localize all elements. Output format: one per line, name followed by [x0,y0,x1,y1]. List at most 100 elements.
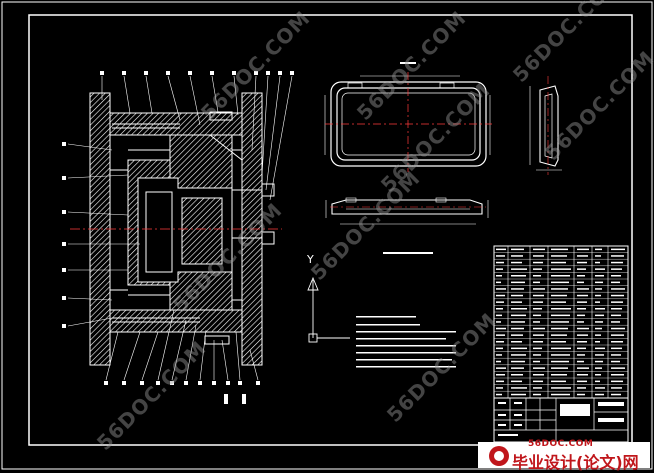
bom-cell-mark [551,261,566,264]
bom-cell-mark [551,248,568,251]
bom-cell-mark [511,387,527,389]
bom-cell-mark [533,294,544,297]
bom-cell-mark [511,393,526,396]
bom-cell-mark [511,374,523,376]
bom-cell-mark [611,321,620,323]
bom-cell-mark [611,380,623,383]
bom-cell-mark [595,327,602,330]
bom-cell-mark [496,281,501,284]
bom-cell-mark [496,268,503,270]
bom-cell-mark [551,387,571,389]
bom-cell-mark [496,360,501,363]
bom-cell-mark [595,354,604,356]
bom-cell-mark [511,301,522,303]
bom-cell-mark [611,308,622,310]
bom-cell-mark [595,334,601,336]
bom-cell-mark [595,301,600,303]
bom-cell-mark [577,387,586,389]
bom-cell-mark [611,248,625,251]
section-title-line [383,252,433,254]
bom-cell-mark [533,334,544,336]
bom-cell-mark [496,341,504,343]
bom-cell-mark [611,354,621,356]
bom-cell-mark [551,393,570,396]
bom-cell-mark [577,393,585,396]
bom-cell-mark [496,380,504,383]
bom-cell-mark [496,334,505,336]
bom-cell-mark [595,294,601,297]
bill-of-materials [493,245,629,399]
bom-cell-mark [595,308,605,310]
bom-cell-mark [533,354,541,356]
bom-cell-mark [551,308,571,310]
bom-cell-mark [511,308,527,310]
bom-cell-mark [595,321,603,323]
bom-cell-mark [533,321,540,323]
bom-cell-mark [511,380,522,383]
bom-cell-mark [577,301,587,303]
bom-cell-mark [611,288,625,290]
bom-cell-mark [496,327,506,330]
bom-cell-mark [595,380,600,383]
bom-cell-mark [496,308,503,310]
bom-cell-mark [577,248,589,251]
part-side-view [529,76,562,175]
bom-cell-mark [577,314,585,317]
bom-cell-mark [511,347,527,350]
bom-cell-mark [551,321,569,323]
part-top-view-centerlines [325,72,492,172]
bom-cell-mark [577,321,584,323]
bom-cell-mark [533,374,544,376]
bom-cell-mark [577,334,588,336]
bom-cell-mark [595,387,605,389]
bom-cell-mark [577,255,588,257]
bom-cell-mark [511,261,522,264]
bom-cell-mark [551,334,567,336]
bom-cell-mark [511,341,522,343]
bom-cell-mark [551,281,569,284]
bom-cell-mark [551,374,567,376]
bom-cell-mark [611,268,622,270]
title-block-text [498,402,624,436]
bom-cell-mark [611,374,624,376]
bom-cell-mark [611,334,624,336]
bom-cell-mark [577,354,585,356]
bom-cell-mark [611,275,621,277]
bom-cell-mark [577,275,585,277]
bom-cell-mark [511,248,524,251]
bom-cell-mark [595,314,604,317]
bom-cell-mark [533,255,544,257]
bom-cell-mark [511,268,527,270]
bom-cell-mark [511,354,526,356]
bom-cell-mark [496,294,505,297]
bom-cell-mark [551,268,571,270]
bom-cell-mark [577,308,586,310]
bom-cell-mark [611,294,624,297]
bom-cell-mark [511,360,525,363]
technical-notes [356,316,456,368]
bom-cell-mark [496,374,505,376]
bom-cell-mark [551,347,571,350]
bom-cell-mark [496,321,501,323]
bom-cell-mark [496,347,503,350]
bom-cell-mark [595,255,601,257]
bom-cell-mark [551,288,568,290]
bom-cell-mark [611,281,620,284]
axis-y-label: Y [307,253,314,266]
bom-cell-mark [595,281,603,284]
bom-cell-mark [496,255,505,257]
bom-cell-mark [533,327,545,330]
bom-cell-mark [595,341,600,343]
bom-cell-mark [496,275,502,277]
bom-cell-mark [551,380,566,383]
bom-cell-mark [551,341,566,343]
bom-cell-mark [595,374,601,376]
bom-cell-mark [611,314,621,317]
bom-cell-mark [551,294,567,297]
bom-cell-mark [533,248,545,251]
title-block [493,397,629,443]
bom-cell-mark [595,393,604,396]
bom-cell-mark [511,255,523,257]
bom-cell-mark [577,261,587,264]
